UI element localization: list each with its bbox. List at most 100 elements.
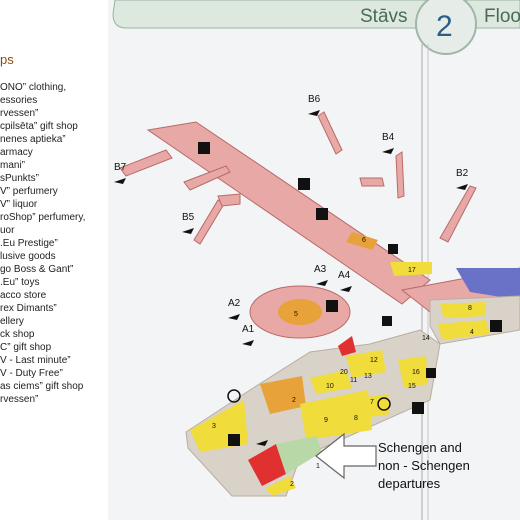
shop-block-10	[310, 370, 352, 394]
plane-icon	[182, 228, 194, 234]
blue-block	[456, 268, 520, 300]
pier-branch-b2	[439, 185, 477, 243]
gate-a4-label: A4	[338, 270, 351, 281]
legend-heading: ps	[0, 52, 14, 67]
pier-branch-b6	[317, 111, 343, 155]
gate-b2-label: B2	[456, 168, 469, 179]
gate-b7-label: B7	[114, 162, 127, 173]
at-icon	[377, 397, 391, 411]
legend-item: as ciems” gift shop	[0, 381, 84, 392]
shop-block	[360, 394, 390, 418]
shop-number: 15	[408, 383, 416, 390]
toilet-icon	[298, 178, 310, 190]
gate-a2-label: A2	[228, 298, 241, 309]
shop-block-12	[346, 350, 386, 378]
plane-icon	[114, 178, 126, 184]
pier-branch	[217, 193, 241, 207]
plane-icon	[340, 286, 352, 292]
legend-item: sPunkts”	[0, 173, 39, 184]
shop-block	[346, 232, 378, 250]
shop-legend: ps ONO” clothing, essories rvessen” cpil…	[0, 0, 108, 520]
toilet-icon	[198, 142, 210, 154]
shop-number: 13	[364, 373, 372, 380]
shop-number: 5	[294, 311, 298, 318]
shop-number: 14	[422, 335, 430, 342]
legend-item: uor	[0, 225, 15, 236]
callout-line-1: Schengen and	[378, 440, 462, 455]
shop-block	[266, 476, 296, 496]
shop-number: 11	[350, 377, 357, 384]
legend-item: roShop” perfumery,	[0, 212, 86, 223]
departures-arrow	[315, 432, 377, 480]
legend-item: rex Dimants”	[0, 303, 57, 314]
legend-item: .Eu Prestige”	[0, 238, 58, 249]
legend-item: C” gift shop	[0, 342, 52, 353]
plane-icon	[316, 280, 328, 286]
security-zone	[248, 444, 286, 486]
floor-badge	[415, 0, 477, 55]
main-concourse	[146, 121, 431, 305]
plane-icon	[228, 314, 240, 320]
legend-item: lusive goods	[0, 251, 56, 262]
gate-b4-label: B4	[382, 132, 395, 143]
pier-branch	[359, 177, 385, 187]
shop-number: 20	[340, 369, 348, 376]
gate-b6-label: B6	[308, 94, 321, 105]
baggage-icon	[388, 244, 398, 254]
shop-number: 17	[408, 267, 416, 274]
legend-item: rvessen”	[0, 394, 39, 405]
pier-branch	[183, 165, 231, 191]
legend-item: essories	[0, 95, 38, 106]
shop-number: 2	[290, 481, 294, 488]
shop-number: 4	[470, 329, 474, 336]
phone-icon	[412, 402, 424, 414]
shop-number: 9	[324, 417, 328, 424]
floor-number: 2	[436, 10, 453, 43]
legend-item: ONO” clothing,	[0, 82, 67, 93]
shop-number: 8	[468, 305, 472, 312]
legend-item: cpilsēta” gift shop	[0, 121, 78, 132]
shop-number: 8	[354, 415, 358, 422]
floor-word-en: Floo	[484, 6, 520, 27]
shop-number: 6	[362, 237, 366, 244]
shop-number: 12	[370, 357, 378, 364]
shop-block-2	[260, 376, 306, 414]
legend-item: V” liquor	[0, 199, 38, 210]
shop-block-16	[398, 356, 428, 388]
shop-block	[438, 320, 490, 340]
legend-item: ellery	[0, 316, 24, 327]
pier-branch-b7	[119, 149, 173, 177]
hub-shop	[278, 299, 322, 325]
legend-item: V” perfumery	[0, 186, 58, 197]
legend-item: V - Duty Free”	[0, 368, 63, 379]
shop-block	[390, 262, 432, 276]
shop-number: 16	[412, 369, 420, 376]
callout-line-2: non - Schengen	[378, 458, 470, 473]
gate-a3-label: A3	[314, 264, 327, 275]
gate-b5-label: B5	[182, 212, 195, 223]
legend-item: .Eu” toys	[0, 277, 40, 288]
red-kiosk	[338, 336, 356, 356]
pier-branch-b4	[395, 151, 405, 199]
legend-item: go Boss & Gant”	[0, 264, 74, 275]
escalator-icon	[382, 316, 392, 326]
passport-zone	[276, 436, 322, 474]
gate-a1-label: A1	[242, 324, 255, 335]
at-icon	[227, 389, 241, 403]
shop-number: 7	[370, 399, 374, 406]
legend-item: acco store	[0, 290, 47, 301]
plane-icon	[382, 148, 394, 154]
legend-item: nenes aptieka”	[0, 134, 66, 145]
toilet-icon	[316, 208, 328, 220]
toilet-icon	[490, 320, 502, 332]
callout-line-3: departures	[378, 476, 441, 491]
plane-icon	[456, 184, 468, 190]
shop-number: 3	[212, 423, 216, 430]
plane-icon	[308, 110, 320, 116]
legend-item: ck shop	[0, 329, 35, 340]
plane-icon	[256, 440, 268, 446]
shop-number: 2	[292, 397, 296, 404]
toilet-icon	[228, 434, 240, 446]
legend-item: V - Last minute”	[0, 355, 71, 366]
